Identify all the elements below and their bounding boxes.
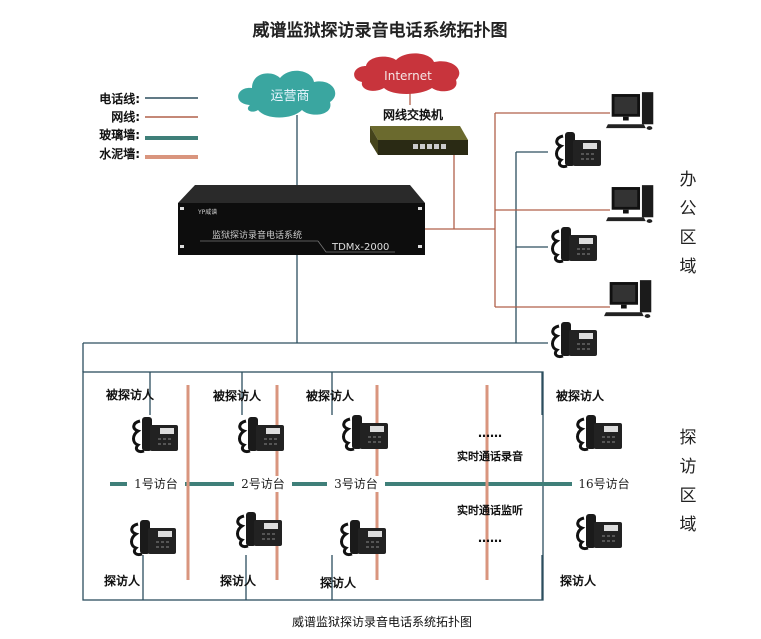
office-zone-char: 域: [680, 257, 697, 277]
visitor-label: 探访人: [220, 573, 257, 588]
legend-label-network: 网线:: [111, 109, 140, 124]
station-label: 3号访台: [334, 476, 378, 491]
ellipsis-bottom: ……: [478, 531, 502, 545]
phone-lines: [82, 115, 548, 601]
network-switch: [370, 126, 468, 155]
visitor-label: 探访人: [320, 575, 357, 590]
phone-icon: [551, 225, 599, 264]
office-zone-char: 区: [680, 228, 697, 248]
inmate-label: 被探访人: [213, 388, 262, 403]
device-model: TDMx-2000: [331, 242, 389, 253]
visitor-phone-icon: [236, 510, 284, 549]
figure-caption: 威谱监狱探访录音电话系统拓扑图: [292, 614, 472, 629]
realtime-monitoring-label: 实时通话监听: [457, 503, 523, 517]
legend: 电话线: 网线: 玻璃墙: 水泥墙:: [99, 91, 198, 161]
inmate-phone-icon: [342, 413, 390, 452]
legend-label-concrete-wall: 水泥墙:: [99, 146, 140, 161]
visitor-label: 探访人: [104, 573, 141, 588]
visitor-phone-icon: [340, 518, 388, 557]
station-label: 2号访台: [241, 476, 285, 491]
visit-zone-char: 域: [680, 515, 697, 535]
station-label: 1号访台: [134, 476, 178, 491]
visitor-label: 探访人: [560, 573, 597, 588]
inmate-label: 被探访人: [556, 388, 605, 403]
legend-label-glass-wall: 玻璃墙:: [99, 127, 140, 142]
station-label: 16号访台: [578, 476, 629, 491]
inmate-label: 被探访人: [306, 388, 355, 403]
phone-icon: [551, 320, 599, 359]
recording-system-device: YP威谱 监狱探访录音电话系统 TDMx-2000: [178, 185, 425, 255]
carrier-cloud: 运营商: [238, 70, 336, 118]
visiting-area: 被探访人 被探访人 被探访人 被探访人 探访人 探访人 探访人 探访人 1号访台…: [104, 387, 697, 590]
visit-zone-char: 探: [680, 428, 697, 448]
computer-icon: [606, 92, 654, 130]
realtime-recording-label: 实时通话录音: [457, 449, 523, 463]
phone-icon: [555, 130, 603, 169]
device-name: 监狱探访录音电话系统: [212, 229, 302, 241]
office-zone-char: 公: [680, 199, 697, 219]
carrier-label: 运营商: [270, 89, 309, 104]
office-zone-char: 办: [680, 170, 697, 190]
switch-label: 网线交换机: [383, 107, 443, 122]
internet-label: Internet: [384, 69, 432, 83]
legend-label-phone-line: 电话线:: [99, 91, 140, 106]
office-area: 办 公 区 域: [551, 92, 697, 359]
diagram-title: 威谱监狱探访录音电话系统拓扑图: [253, 20, 508, 41]
inmate-label: 被探访人: [106, 387, 155, 402]
visit-zone-char: 区: [680, 486, 697, 506]
ellipsis-top: ……: [478, 426, 502, 440]
visit-zone-char: 访: [680, 457, 697, 477]
visitor-phone-icon: [130, 518, 178, 557]
visitor-phone-icon: [576, 512, 624, 551]
computer-icon: [606, 185, 654, 223]
device-brand: YP威谱: [197, 208, 217, 216]
network-lines: [409, 90, 610, 308]
internet-cloud: Internet: [354, 53, 460, 94]
computer-icon: [604, 280, 652, 318]
inmate-phone-icon: [576, 413, 624, 452]
inmate-phone-icon: [132, 415, 180, 454]
